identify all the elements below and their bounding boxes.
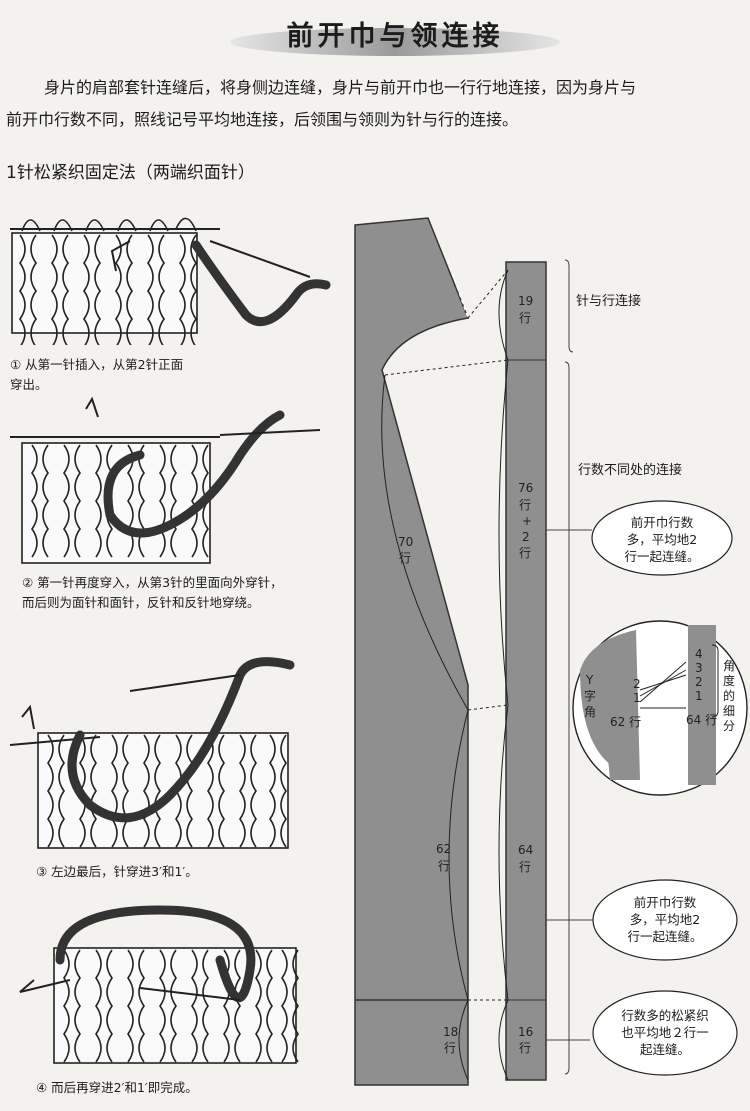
band-upper-extra-unit: 行 <box>519 546 531 560</box>
band-top-count-unit: 行 <box>519 311 531 325</box>
page-title: 前开巾与领连接 <box>286 21 504 52</box>
callout-3-line-1: 行数多的松紧织 <box>621 1008 709 1023</box>
step-4-caption: ④ 而后再穿进2′和1′即完成。 <box>36 1078 198 1098</box>
step-1-illustration <box>10 217 331 345</box>
step-3-line-1: ③ 左边最后，针穿进3′和1′。 <box>36 864 198 879</box>
step-1-caption: ① 从第一针插入，从第2针正面 穿出。 <box>10 355 183 395</box>
callout-2-line-3: 行一起连缝。 <box>627 929 703 944</box>
detail-angle-4: 细 <box>723 704 735 718</box>
detail-angle-2: 度 <box>723 673 735 688</box>
step-2-line-2: 而后则为面针和面针，反针和反针地穿绕。 <box>22 595 260 610</box>
band-upper-unit: 行 <box>519 498 531 512</box>
band-lower-num: 64 <box>518 843 533 857</box>
callout-1-line-1: 前开巾行数 <box>630 515 694 530</box>
step-4-line-1: ④ 而后再穿进2′和1′即完成。 <box>36 1080 198 1095</box>
detail-y-2: 字 <box>584 688 596 703</box>
body-upper-count-num: 70 <box>398 535 413 549</box>
body-piece <box>354 217 470 1086</box>
step-2-line-1: ② 第一针再度穿入，从第3针的里面向外穿针， <box>22 575 283 590</box>
detail-right-num-2: 2 <box>695 675 703 689</box>
callout-3: 行数多的松紧织 也平均地２行一 起连缝。 <box>600 1007 730 1058</box>
band-top-count-num: 19 <box>518 294 533 308</box>
callout-1-line-3: 行一起连缝。 <box>624 549 700 564</box>
front-band <box>505 261 547 1081</box>
intro-line-1: 身片的肩部套针连缝后，将身侧边连缝，身片与前开巾也一行行地连接，因为身片与 <box>44 78 637 97</box>
body-bottom-count-unit: 行 <box>444 1041 456 1055</box>
step-2-illustration <box>10 396 321 564</box>
detail-angle-5: 分 <box>723 719 735 733</box>
detail-y-3: 角 <box>584 705 596 719</box>
intro-line-2: 前开巾行数不同，照线记号平均地连接，后领围与领则为针与行的连接。 <box>6 110 519 129</box>
step-1-line-2: 穿出。 <box>10 377 48 392</box>
band-bottom-unit: 行 <box>519 1041 531 1055</box>
body-lower-count-unit: 行 <box>438 859 450 873</box>
assembly-diagram: 70 行 62 行 18 行 19 行 76 行 + 2 行 64 行 16 行… <box>354 217 748 1086</box>
step-2-caption: ② 第一针再度穿入，从第3针的里面向外穿针， 而后则为面针和面针，反针和反针地穿… <box>22 573 283 613</box>
step-3-caption: ③ 左边最后，针穿进3′和1′。 <box>36 862 198 882</box>
band-lower-unit: 行 <box>519 860 531 874</box>
detail-angle-3: 的 <box>723 688 735 703</box>
band-upper-extra: 2 <box>522 530 530 544</box>
detail-y-1: Y <box>585 673 594 687</box>
callout-1: 前开巾行数 多，平均地2 行一起连缝。 <box>602 514 722 565</box>
detail-angle-1: 角 <box>723 659 735 673</box>
side-label-middle: 行数不同处的连接 <box>578 463 683 478</box>
band-upper-num: 76 <box>518 481 533 495</box>
detail-right-num-3: 3 <box>695 661 703 675</box>
detail-left-count: 62 行 <box>610 715 641 729</box>
callout-2: 前开巾行数 多，平均地2 行一起连缝。 <box>605 894 725 945</box>
body-bottom-count-num: 18 <box>443 1025 458 1039</box>
title-ellipse <box>230 28 560 56</box>
step-4-illustration <box>19 905 299 1064</box>
callout-3-line-2: 也平均地２行一 <box>621 1025 709 1040</box>
intro-paragraph: 身片的肩部套针连缝后，将身侧边连缝，身片与前开巾也一行行地连接，因为身片与 前开… <box>6 72 746 136</box>
detail-right-count: 64 行 <box>686 713 717 727</box>
callout-2-line-2: 多，平均地2 <box>629 912 701 927</box>
side-label-top: 针与行连接 <box>576 294 642 309</box>
body-lower-count-num: 62 <box>436 842 451 856</box>
body-upper-count-unit: 行 <box>399 551 411 565</box>
title-banner: 前开巾与领连接 <box>230 14 560 58</box>
callout-3-line-3: 起连缝。 <box>639 1042 690 1057</box>
callout-1-line-2: 多，平均地2 <box>626 532 698 547</box>
detail-right-num-4: 4 <box>695 647 703 661</box>
band-bottom-num: 16 <box>518 1025 533 1039</box>
section-title: 1针松紧织固定法（两端织面针） <box>6 163 255 183</box>
detail-left-num-1: 1 <box>633 691 641 705</box>
callout-2-line-1: 前开巾行数 <box>633 895 697 910</box>
step-1-line-1: ① 从第一针插入，从第2针正面 <box>10 357 184 372</box>
step-3-illustration <box>10 657 295 849</box>
detail-left-num-2: 2 <box>633 677 641 691</box>
detail-right-num-1: 1 <box>695 689 703 703</box>
band-upper-plus: + <box>522 514 532 528</box>
